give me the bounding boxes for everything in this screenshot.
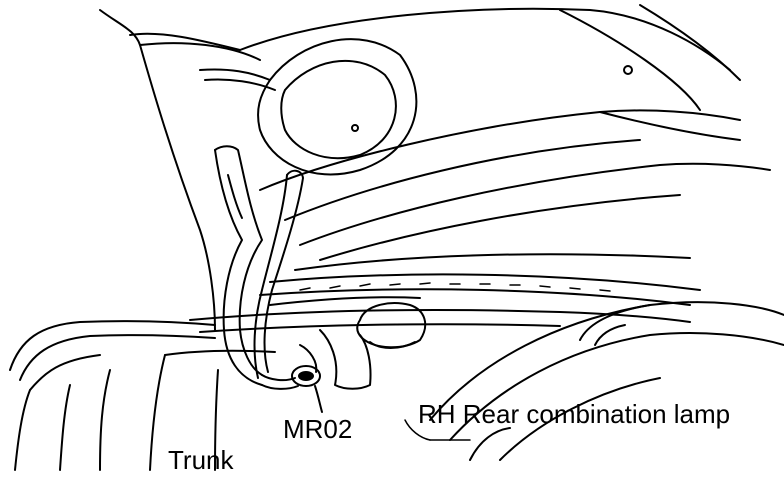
connector-mr02 — [291, 365, 323, 413]
trunk-lid — [99, 4, 741, 331]
connector-label: MR02 — [283, 414, 352, 444]
lamp-housing — [429, 301, 784, 461]
hinge-bracket — [299, 302, 427, 390]
trunk-interior — [9, 320, 276, 471]
trunk-label: Trunk — [168, 445, 234, 475]
lid-inner-panel — [257, 38, 771, 271]
lamp-label: RH Rear combination lamp — [418, 399, 730, 429]
wire-harness — [214, 145, 304, 390]
leader-lines — [404, 419, 471, 441]
rear-shelf — [189, 273, 701, 333]
